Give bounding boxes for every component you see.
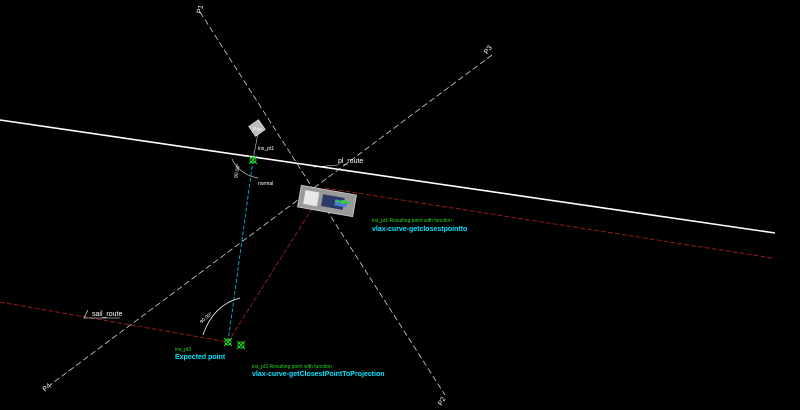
ins-pt2-small-label: ins_pt2 xyxy=(175,347,191,353)
sail-route-line[interactable] xyxy=(0,187,773,343)
vessel-point-marker[interactable] xyxy=(334,200,352,204)
ins-pt2-note: ins_pt2 Resulting point with function xyxy=(252,364,332,370)
pl-route-label-leader xyxy=(313,164,339,168)
sail-route-label: sail_route xyxy=(92,311,122,318)
angle-arc-top xyxy=(231,158,259,179)
point-label-p1: P1 xyxy=(196,4,205,14)
construction-line-p3-p4[interactable] xyxy=(49,54,493,386)
expected-point-label: Expected point xyxy=(175,354,226,361)
projection-function-label: vlax-curve-getClosestPointToProjection xyxy=(252,371,385,378)
angle-arc-bottom xyxy=(202,297,241,336)
ins-pt1-small-label: ins_pt1 xyxy=(258,146,274,152)
point-label-p3: P3 xyxy=(483,44,494,55)
tag-leader-line xyxy=(252,132,259,161)
ins-pt1-note: ins_pt1 Resulting point with function xyxy=(372,218,452,224)
normal-label: normal xyxy=(258,181,273,187)
vessel-icon[interactable] xyxy=(297,184,357,218)
closest-point-function-label: vlax-curve-getclosestpointto xyxy=(372,226,467,233)
sail-route-label-stem xyxy=(83,309,89,319)
pl-route-line[interactable] xyxy=(0,119,776,234)
projection-point-marker[interactable] xyxy=(236,340,246,350)
position-tag-label: Pos xyxy=(253,127,262,133)
position-tag-icon[interactable] xyxy=(248,119,266,137)
pl-route-label: pl_route xyxy=(338,158,363,165)
point-label-p2: P2 xyxy=(437,396,447,407)
expected-point-marker[interactable] xyxy=(223,337,233,347)
angle-label-top: 90.00° xyxy=(233,163,241,178)
ins-pt1-marker[interactable] xyxy=(248,155,258,165)
point-label-p4: P4 xyxy=(42,382,53,393)
projection-line[interactable] xyxy=(227,159,254,343)
